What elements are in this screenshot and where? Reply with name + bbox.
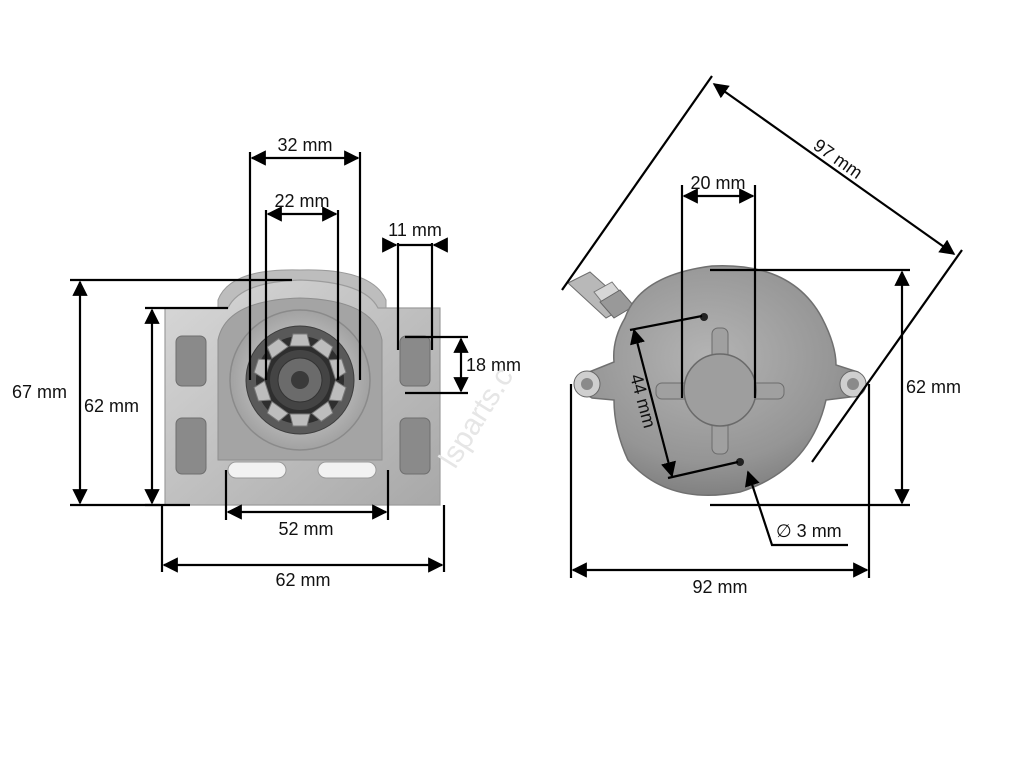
label-20mm: 20 mm: [690, 173, 745, 193]
label-62mm-base: 62 mm: [275, 570, 330, 590]
label-52mm: 52 mm: [278, 519, 333, 539]
label-22mm: 22 mm: [274, 191, 329, 211]
label-18mm: 18 mm: [466, 355, 521, 375]
rear-view: 97 mm 20 mm 44 mm 62 mm ∅ 3 mm 92 mm: [561, 75, 963, 597]
label-hole-diameter: ∅ 3 mm: [776, 521, 842, 541]
rear-bolt-left: [573, 370, 601, 398]
rear-terminal-stud: [567, 271, 635, 319]
watermark: lsparts.c: [433, 361, 520, 473]
label-92mm: 92 mm: [692, 577, 747, 597]
rear-extension-lines: [561, 75, 963, 578]
label-62mm-rear: 62 mm: [906, 377, 961, 397]
front-view: 32 mm 22 mm 11 mm 18 mm 67 mm 62 mm 52 m…: [12, 135, 521, 590]
front-dimension-lines: [72, 150, 469, 573]
front-slot-upper-right: [399, 335, 431, 387]
front-base-slot-left: [227, 461, 287, 479]
label-67mm: 67 mm: [12, 382, 67, 402]
rear-hole-bottom: [736, 458, 744, 466]
front-slot-upper-left: [175, 335, 207, 387]
front-slot-lower-right: [399, 417, 431, 475]
rear-hole-top: [700, 313, 708, 321]
rear-cross-boss: [655, 327, 785, 455]
label-11mm: 11 mm: [388, 220, 442, 240]
rear-dimension-lines: [571, 83, 956, 578]
front-pinion-gear: [253, 333, 347, 427]
front-slot-lower-left: [175, 417, 207, 475]
front-extension-lines: [70, 152, 468, 572]
front-base-slot-right: [317, 461, 377, 479]
label-32mm: 32 mm: [277, 135, 332, 155]
label-62mm-bracket: 62 mm: [84, 396, 139, 416]
rear-bolt-right: [839, 370, 867, 398]
